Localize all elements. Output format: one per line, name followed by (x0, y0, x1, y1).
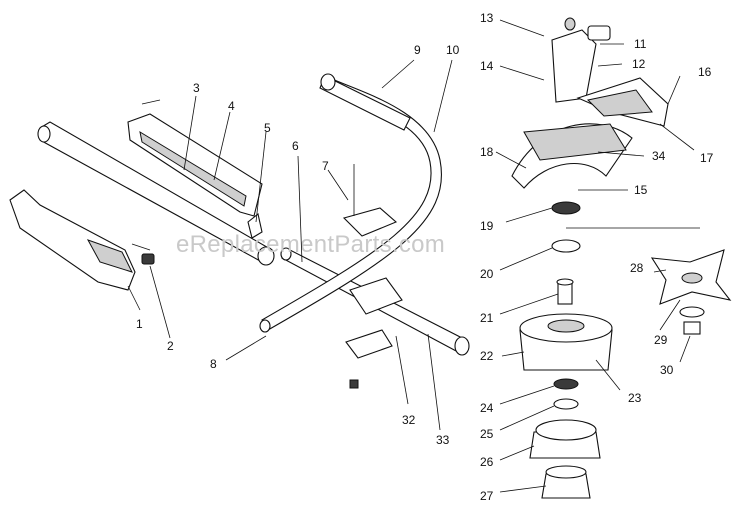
callout-1: 1 (136, 317, 143, 331)
callout-4: 4 (228, 99, 235, 113)
callout-11: 11 (634, 37, 647, 51)
callout-17: 17 (700, 151, 714, 165)
callout-33: 33 (436, 433, 450, 447)
callout-18: 18 (480, 145, 494, 159)
bolt-21 (556, 278, 574, 305)
callout-19: 19 (480, 219, 494, 233)
callout-23: 23 (628, 391, 642, 405)
callout-3: 3 (193, 81, 200, 95)
handle-clamp-lower (345, 277, 403, 389)
callout-2: 2 (167, 339, 174, 353)
callout-labels: 1 2 3 4 5 6 7 8 9 10 11 12 13 14 15 16 1… (136, 11, 714, 503)
handle-clamp-upper (342, 164, 398, 237)
screw-part-2 (131, 243, 155, 265)
callout-30: 30 (660, 363, 674, 377)
blade-28 (650, 249, 732, 305)
callout-22: 22 (480, 349, 494, 363)
leader-lines (127, 19, 700, 493)
callout-34: 34 (652, 149, 666, 163)
guard-shield-part (511, 123, 633, 189)
nut-30 (683, 321, 701, 335)
switch-housing-part (127, 99, 263, 217)
handle-grip-part (9, 189, 136, 291)
bump-knob-26 (529, 419, 601, 459)
spring-25 (553, 378, 579, 410)
upper-shaft-tube (37, 121, 275, 266)
callout-13: 13 (480, 11, 494, 25)
callout-27: 27 (480, 489, 494, 503)
cap-27 (541, 465, 591, 499)
callout-12: 12 (632, 57, 646, 71)
callout-29: 29 (654, 333, 668, 347)
callout-5: 5 (264, 121, 271, 135)
loop-handle-bar (259, 73, 442, 333)
callout-6: 6 (292, 139, 299, 153)
callout-9: 9 (414, 43, 421, 57)
callout-16: 16 (698, 65, 712, 79)
callout-21: 21 (480, 311, 494, 325)
callout-7: 7 (322, 159, 329, 173)
callout-24: 24 (480, 401, 494, 415)
callout-32: 32 (402, 413, 416, 427)
spool-head-22 (519, 313, 613, 371)
guard-extension-part (576, 77, 669, 127)
callout-10: 10 (446, 43, 460, 57)
washer-29 (679, 306, 705, 318)
spacer-washer-19 (551, 201, 581, 215)
gearbox-part (551, 17, 611, 103)
callout-15: 15 (634, 183, 648, 197)
watermark: eReplacementParts.com (176, 231, 445, 258)
callout-28: 28 (630, 261, 644, 275)
clip-part-5 (247, 213, 263, 239)
callout-20: 20 (480, 267, 494, 281)
callout-25: 25 (480, 427, 494, 441)
callout-26: 26 (480, 455, 494, 469)
washer-20 (551, 239, 581, 253)
callout-14: 14 (480, 59, 494, 73)
callout-8: 8 (210, 357, 217, 371)
